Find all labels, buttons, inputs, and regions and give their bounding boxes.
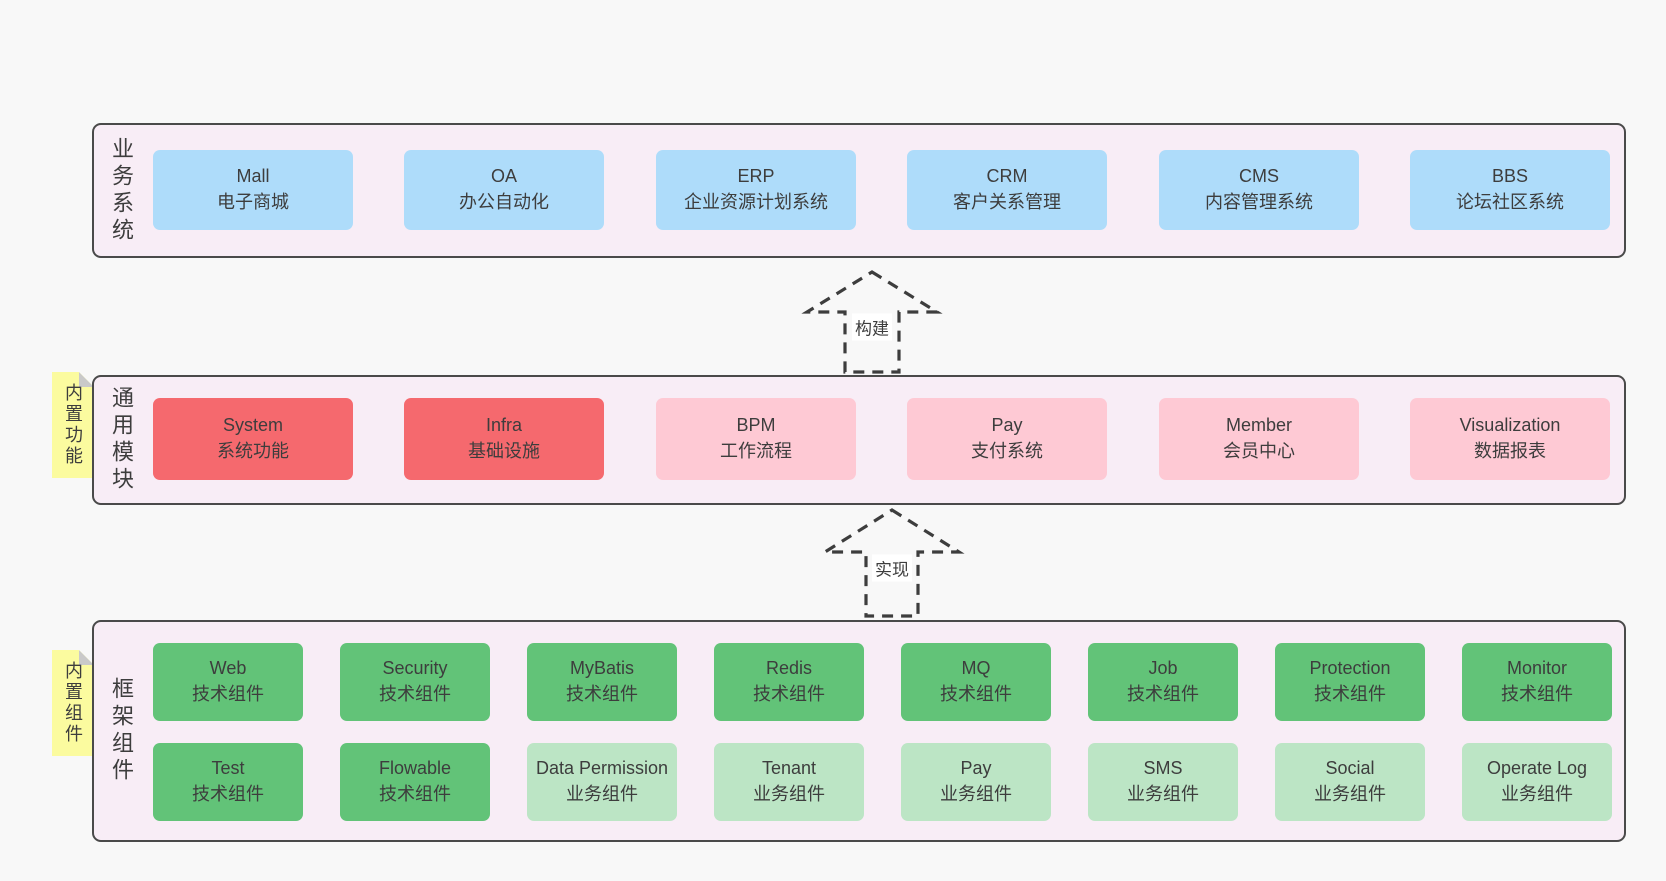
box-title: CRM bbox=[986, 166, 1028, 187]
box-subtitle: 技术组件 bbox=[1314, 684, 1386, 704]
box-bbs: BBS 论坛社区系统 bbox=[1410, 150, 1610, 230]
implement-arrow bbox=[819, 508, 965, 618]
common-modules-panel: 通用模块 System 系统功能 Infra 基础设施 BPM 工作流程 Pay… bbox=[92, 375, 1626, 505]
box-mall: Mall 电子商城 bbox=[153, 150, 353, 230]
box-title: Redis bbox=[765, 658, 813, 679]
box-subtitle: 业务组件 bbox=[940, 784, 1012, 804]
business-systems-label: 业务系统 bbox=[109, 136, 134, 245]
box-subtitle: 客户关系管理 bbox=[953, 192, 1061, 212]
box-subtitle: 技术组件 bbox=[566, 684, 638, 704]
builtin-components-note-text: 内置组件 bbox=[63, 661, 83, 745]
box-erp: ERP 企业资源计划系统 bbox=[656, 150, 856, 230]
box-operate-log: Operate Log 业务组件 bbox=[1462, 743, 1612, 821]
box-title: Mall bbox=[236, 166, 270, 187]
box-subtitle: 基础设施 bbox=[468, 441, 540, 461]
box-subtitle: 电子商城 bbox=[217, 192, 289, 212]
box-sms: SMS 业务组件 bbox=[1088, 743, 1238, 821]
box-title: Operate Log bbox=[1486, 758, 1588, 779]
box-mybatis: MyBatis 技术组件 bbox=[527, 643, 677, 721]
box-title: Member bbox=[1225, 415, 1292, 436]
box-subtitle: 技术组件 bbox=[940, 684, 1012, 704]
box-test: Test 技术组件 bbox=[153, 743, 303, 821]
box-title: Infra bbox=[485, 415, 523, 436]
box-subtitle: 企业资源计划系统 bbox=[684, 192, 828, 212]
box-social: Social 业务组件 bbox=[1275, 743, 1425, 821]
box-title: BBS bbox=[1491, 166, 1529, 187]
box-infra: Infra 基础设施 bbox=[404, 398, 604, 480]
box-member: Member 会员中心 bbox=[1159, 398, 1359, 480]
box-title: Protection bbox=[1309, 658, 1391, 679]
box-oa: OA 办公自动化 bbox=[404, 150, 604, 230]
box-visualization: Visualization 数据报表 bbox=[1410, 398, 1610, 480]
box-monitor: Monitor 技术组件 bbox=[1462, 643, 1612, 721]
box-title: Security bbox=[382, 658, 448, 679]
box-subtitle: 系统功能 bbox=[217, 441, 289, 461]
box-title: Tenant bbox=[761, 758, 817, 779]
box-subtitle: 业务组件 bbox=[1127, 784, 1199, 804]
box-subtitle: 工作流程 bbox=[720, 441, 792, 461]
box-title: Data Permission bbox=[535, 758, 669, 779]
box-title: Flowable bbox=[378, 758, 452, 779]
box-data-permission: Data Permission 业务组件 bbox=[527, 743, 677, 821]
box-flowable: Flowable 技术组件 bbox=[340, 743, 490, 821]
implement-arrow-label: 实现 bbox=[872, 554, 912, 582]
box-subtitle: 技术组件 bbox=[379, 784, 451, 804]
box-subtitle: 技术组件 bbox=[753, 684, 825, 704]
box-title: MQ bbox=[961, 658, 991, 679]
box-subtitle: 业务组件 bbox=[753, 784, 825, 804]
box-subtitle: 技术组件 bbox=[192, 684, 264, 704]
box-subtitle: 业务组件 bbox=[566, 784, 638, 804]
box-title: OA bbox=[490, 166, 517, 187]
box-subtitle: 技术组件 bbox=[192, 784, 264, 804]
business-systems-panel: 业务系统 Mall 电子商城 OA 办公自动化 ERP 企业资源计划系统 CRM… bbox=[92, 123, 1626, 258]
box-web: Web 技术组件 bbox=[153, 643, 303, 721]
box-bpm: BPM 工作流程 bbox=[656, 398, 856, 480]
box-title: Pay bbox=[991, 415, 1023, 436]
box-tenant: Tenant 业务组件 bbox=[714, 743, 864, 821]
framework-components-panel: 框架组件 Web 技术组件 Security 技术组件 MyBatis 技术组件… bbox=[92, 620, 1626, 842]
box-title: SMS bbox=[1143, 758, 1183, 779]
box-title: Pay bbox=[960, 758, 992, 779]
box-mq: MQ 技术组件 bbox=[901, 643, 1051, 721]
box-subtitle: 业务组件 bbox=[1501, 784, 1573, 804]
box-cms: CMS 内容管理系统 bbox=[1159, 150, 1359, 230]
box-title: Test bbox=[211, 758, 245, 779]
box-job: Job 技术组件 bbox=[1088, 643, 1238, 721]
box-title: Web bbox=[209, 658, 247, 679]
box-pay-component: Pay 业务组件 bbox=[901, 743, 1051, 821]
box-subtitle: 论坛社区系统 bbox=[1456, 192, 1564, 212]
box-subtitle: 技术组件 bbox=[1501, 684, 1573, 704]
box-subtitle: 数据报表 bbox=[1474, 441, 1546, 461]
box-subtitle: 会员中心 bbox=[1223, 441, 1295, 461]
box-title: ERP bbox=[737, 166, 775, 187]
builtin-features-note: 内置功能 bbox=[52, 372, 94, 478]
builtin-features-note-text: 内置功能 bbox=[63, 383, 83, 467]
build-arrow bbox=[801, 270, 943, 374]
box-pay-system: Pay 支付系统 bbox=[907, 398, 1107, 480]
box-title: Visualization bbox=[1459, 415, 1561, 436]
box-security: Security 技术组件 bbox=[340, 643, 490, 721]
box-title: Job bbox=[1148, 658, 1178, 679]
box-subtitle: 业务组件 bbox=[1314, 784, 1386, 804]
box-subtitle: 内容管理系统 bbox=[1205, 192, 1313, 212]
box-system: System 系统功能 bbox=[153, 398, 353, 480]
box-subtitle: 支付系统 bbox=[971, 441, 1043, 461]
box-title: CMS bbox=[1239, 166, 1279, 187]
box-title: Monitor bbox=[1506, 658, 1568, 679]
box-protection: Protection 技术组件 bbox=[1275, 643, 1425, 721]
box-title: System bbox=[222, 415, 283, 436]
box-title: BPM bbox=[736, 415, 776, 436]
box-title: Social bbox=[1325, 758, 1375, 779]
build-arrow-label: 构建 bbox=[852, 313, 892, 341]
box-subtitle: 办公自动化 bbox=[459, 192, 549, 212]
box-subtitle: 技术组件 bbox=[379, 684, 451, 704]
box-crm: CRM 客户关系管理 bbox=[907, 150, 1107, 230]
box-subtitle: 技术组件 bbox=[1127, 684, 1199, 704]
box-title: MyBatis bbox=[569, 658, 634, 679]
builtin-components-note: 内置组件 bbox=[52, 650, 94, 756]
framework-components-label: 框架组件 bbox=[109, 677, 134, 785]
box-redis: Redis 技术组件 bbox=[714, 643, 864, 721]
common-modules-label: 通用模块 bbox=[109, 386, 134, 494]
